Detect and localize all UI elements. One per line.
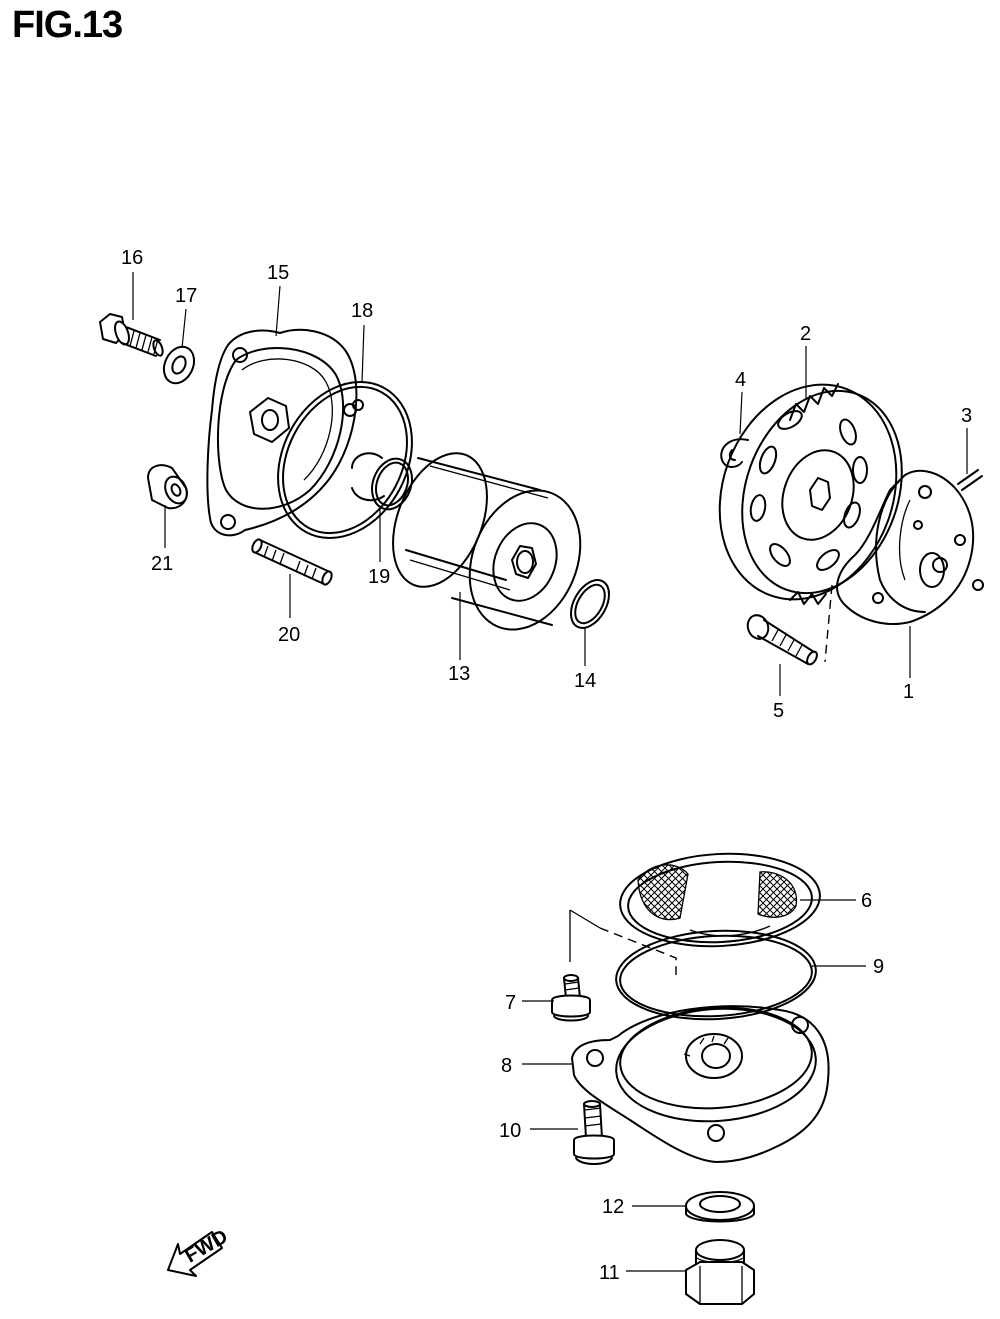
callout-13: 13 [448,663,470,685]
callout-7: 7 [505,992,516,1014]
part-4-circlip [720,438,749,468]
part-18-o-ring [277,380,413,540]
part-11-drain-plug [685,1239,755,1305]
part-2-pump-gear [718,383,903,605]
part-3-pin [957,469,983,491]
callout-16: 16 [121,247,143,269]
callout-18: 18 [351,300,373,322]
callout-15: 15 [267,262,289,284]
callout-3: 3 [961,405,972,427]
callout-8: 8 [501,1055,512,1077]
callout-19: 19 [368,566,390,588]
fwd-arrow: FWD [167,1226,232,1277]
figure-title: FIG.13 [12,4,123,46]
callout-2: 2 [800,323,811,345]
part-8-strainer-cap [571,1005,830,1163]
part-1-oil-pump [836,469,984,626]
callout-17: 17 [175,285,197,307]
part-15-filter-cover [206,328,358,537]
callout-5: 5 [773,700,784,722]
part-10-bolt [573,1100,615,1165]
part-14-o-ring [570,579,610,629]
callout-9: 9 [873,956,884,978]
part-5-screw [746,614,818,666]
fwd-arrow-label: FWD [181,1226,231,1268]
part-16-bolt [99,313,164,357]
part-12-washer [685,1191,755,1223]
part-7-bolt [551,974,591,1022]
callout-20: 20 [278,624,300,646]
part-19-o-ring [351,452,413,511]
callout-11: 11 [599,1262,620,1284]
leader-lines [132,272,968,1272]
callout-labels: 1 2 3 4 5 6 7 8 9 10 11 12 13 14 15 16 1… [121,247,972,1284]
callout-4: 4 [735,369,746,391]
callout-14: 14 [574,670,596,692]
alignment-line-strainer [569,909,601,962]
callout-10: 10 [499,1120,521,1142]
part-9-o-ring [615,929,817,1021]
part-13-oil-filter [392,452,582,631]
part-17-washer [162,345,196,385]
callout-12: 12 [602,1196,624,1218]
part-6-oil-strainer [619,852,821,948]
callout-1: 1 [903,681,914,703]
part-20-stud [251,538,333,586]
callout-21: 21 [151,553,173,575]
callout-6: 6 [861,890,872,912]
alignment-line-gear [824,584,833,663]
part-21-cap-nut [147,464,188,510]
